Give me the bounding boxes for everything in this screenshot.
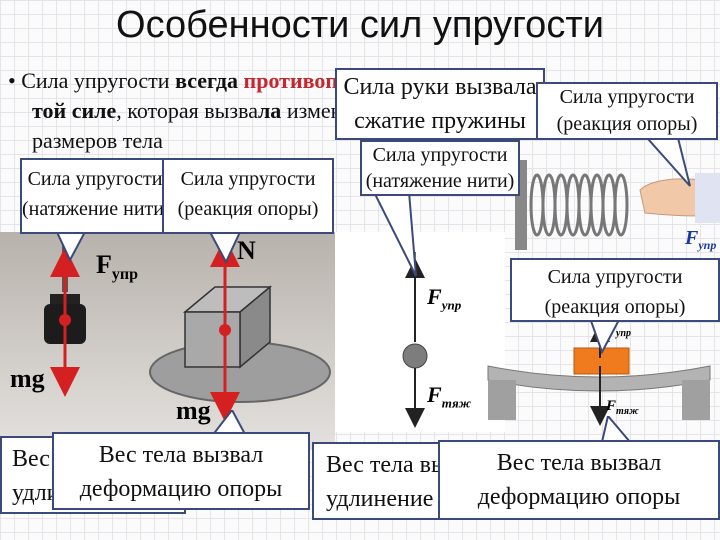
- callout-support-left-line1: Сила упругости: [180, 168, 316, 190]
- callout-thread-tension-mid: Сила упругости (натяжение нити): [360, 140, 520, 196]
- bent-support-illustration: Fупр Fтяж: [478, 318, 720, 430]
- callout-spring-line2: (реакция опоры): [556, 113, 698, 135]
- bent-support-svg: [487, 322, 711, 426]
- label-f-upr-spring: Fупр: [685, 227, 716, 253]
- f-upr-sub: упр: [111, 266, 139, 284]
- f-tyazh-mid-sub: тяж: [441, 395, 472, 411]
- bullet-line2-bold2: ла: [257, 98, 282, 123]
- spring-illustration: Fупр: [505, 155, 720, 255]
- callout-hand-force: Сила руки вызвала сжатие пружины: [335, 68, 545, 140]
- callout-spring-line1: Сила упругости: [559, 86, 695, 108]
- bullet-marker: •: [8, 68, 16, 93]
- label-f-upr-mid: Fупр: [427, 284, 461, 313]
- f-upr-spring-letter: F: [685, 227, 699, 249]
- left-illustration: Fупр N mg mg: [0, 232, 335, 450]
- bottom-box-left-front: Вес тела вызвал деформацию опоры: [52, 432, 310, 510]
- callout-support-reaction-right: Сила упругости (реакция опоры): [510, 258, 720, 322]
- bullet-part2: всегда: [175, 68, 239, 93]
- callout-hand-force-line2: сжатие пружины: [354, 108, 526, 134]
- spring-svg: [515, 160, 720, 250]
- bottom-right-front-line2: деформацию опоры: [477, 484, 681, 510]
- bullet-line3: размеров тела: [32, 128, 163, 153]
- callout-thread-left-tail: [56, 230, 88, 263]
- callout-thread-mid-line1: Сила упругости: [372, 144, 508, 166]
- bullet-line2-text: , которая вызва: [116, 98, 258, 123]
- callout-support-right-tail: [590, 318, 622, 355]
- label-mg-right: mg: [176, 396, 211, 425]
- callout-support-right-line2: (реакция опоры): [544, 296, 686, 318]
- bullet-line2-bold1: той силе: [32, 98, 117, 123]
- f-upr-mid-sub: упр: [441, 297, 462, 313]
- callout-spring-tail: [640, 130, 691, 187]
- label-f-tyazh-mid: Fтяж: [427, 382, 471, 411]
- bottom-left-front-line1: Вес тела вызвал: [98, 442, 264, 468]
- callout-support-reaction-left: Сила упругости (реакция опоры): [162, 158, 334, 234]
- f-upr-spring-sub: упр: [698, 238, 717, 252]
- callout-support-left-tail: [210, 232, 242, 265]
- label-f-tyazh-block: Fтяж: [606, 398, 639, 417]
- f-upr-letter: F: [96, 250, 112, 279]
- callout-thread-tension-left: Сила упругости (натяжение нити): [20, 158, 170, 234]
- callout-support-left-line2: (реакция опоры): [177, 198, 319, 220]
- slide-title: Особенности сил упругости: [116, 4, 604, 46]
- callout-support-right-line1: Сила упругости: [547, 266, 683, 288]
- f-tyazh-block-sub: тяж: [616, 406, 639, 417]
- f-upr-mid-letter: F: [427, 284, 442, 309]
- f-tyazh-block-letter: F: [606, 398, 617, 414]
- bottom-box-right-front: Вес тела вызвал деформацию опоры: [438, 440, 720, 520]
- bullet-part1: Сила упругости: [21, 68, 176, 93]
- callout-hand-force-line1: Сила руки вызвала: [343, 74, 537, 100]
- label-n: N: [237, 236, 256, 265]
- bullet-text: • Сила упругости всегда противоположно т…: [8, 66, 708, 156]
- callout-thread-mid-line2: (натяжение нити): [365, 170, 515, 192]
- label-f-upr-left: Fупр: [96, 250, 138, 284]
- f-upr-block-sub: упр: [616, 328, 632, 339]
- bottom-left-front-line2: деформацию опоры: [79, 476, 283, 502]
- callout-spring-reaction: Сила упругости (реакция опоры): [536, 82, 718, 140]
- label-mg-left: mg: [10, 364, 45, 393]
- bottom-right-front-line1: Вес тела вызвал: [496, 450, 662, 476]
- callout-thread-mid-tail: [366, 180, 417, 277]
- pendulum-illustration: Fупр Fтяж: [335, 232, 505, 432]
- left-illustration-svg: [0, 232, 335, 450]
- callout-thread-left-line1: Сила упругости: [27, 168, 163, 190]
- callout-thread-left-line2: (натяжение нити): [22, 198, 170, 220]
- f-tyazh-mid-letter: F: [427, 382, 442, 407]
